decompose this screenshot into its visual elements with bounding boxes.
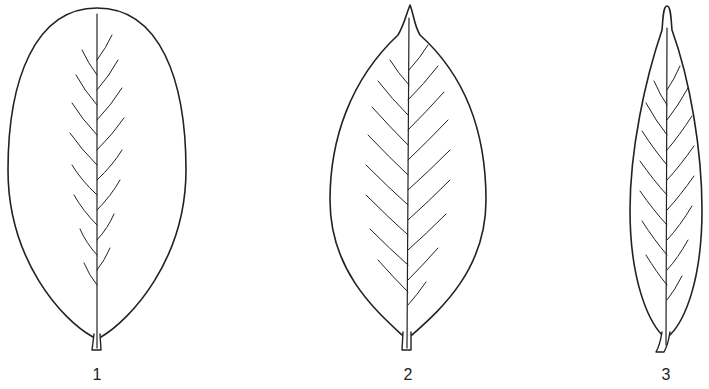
leaf-midrib <box>666 28 667 345</box>
leaf-midrib <box>407 18 409 348</box>
leaf-midrib <box>96 14 97 348</box>
leaf-veins <box>70 35 124 285</box>
leaf-petiole <box>656 332 670 352</box>
callout-number: 1 <box>93 367 102 383</box>
callout-number: 2 <box>404 367 413 383</box>
callout-number: 3 <box>662 367 671 383</box>
leaf-veins <box>366 45 450 305</box>
leaf-veins <box>640 66 694 300</box>
